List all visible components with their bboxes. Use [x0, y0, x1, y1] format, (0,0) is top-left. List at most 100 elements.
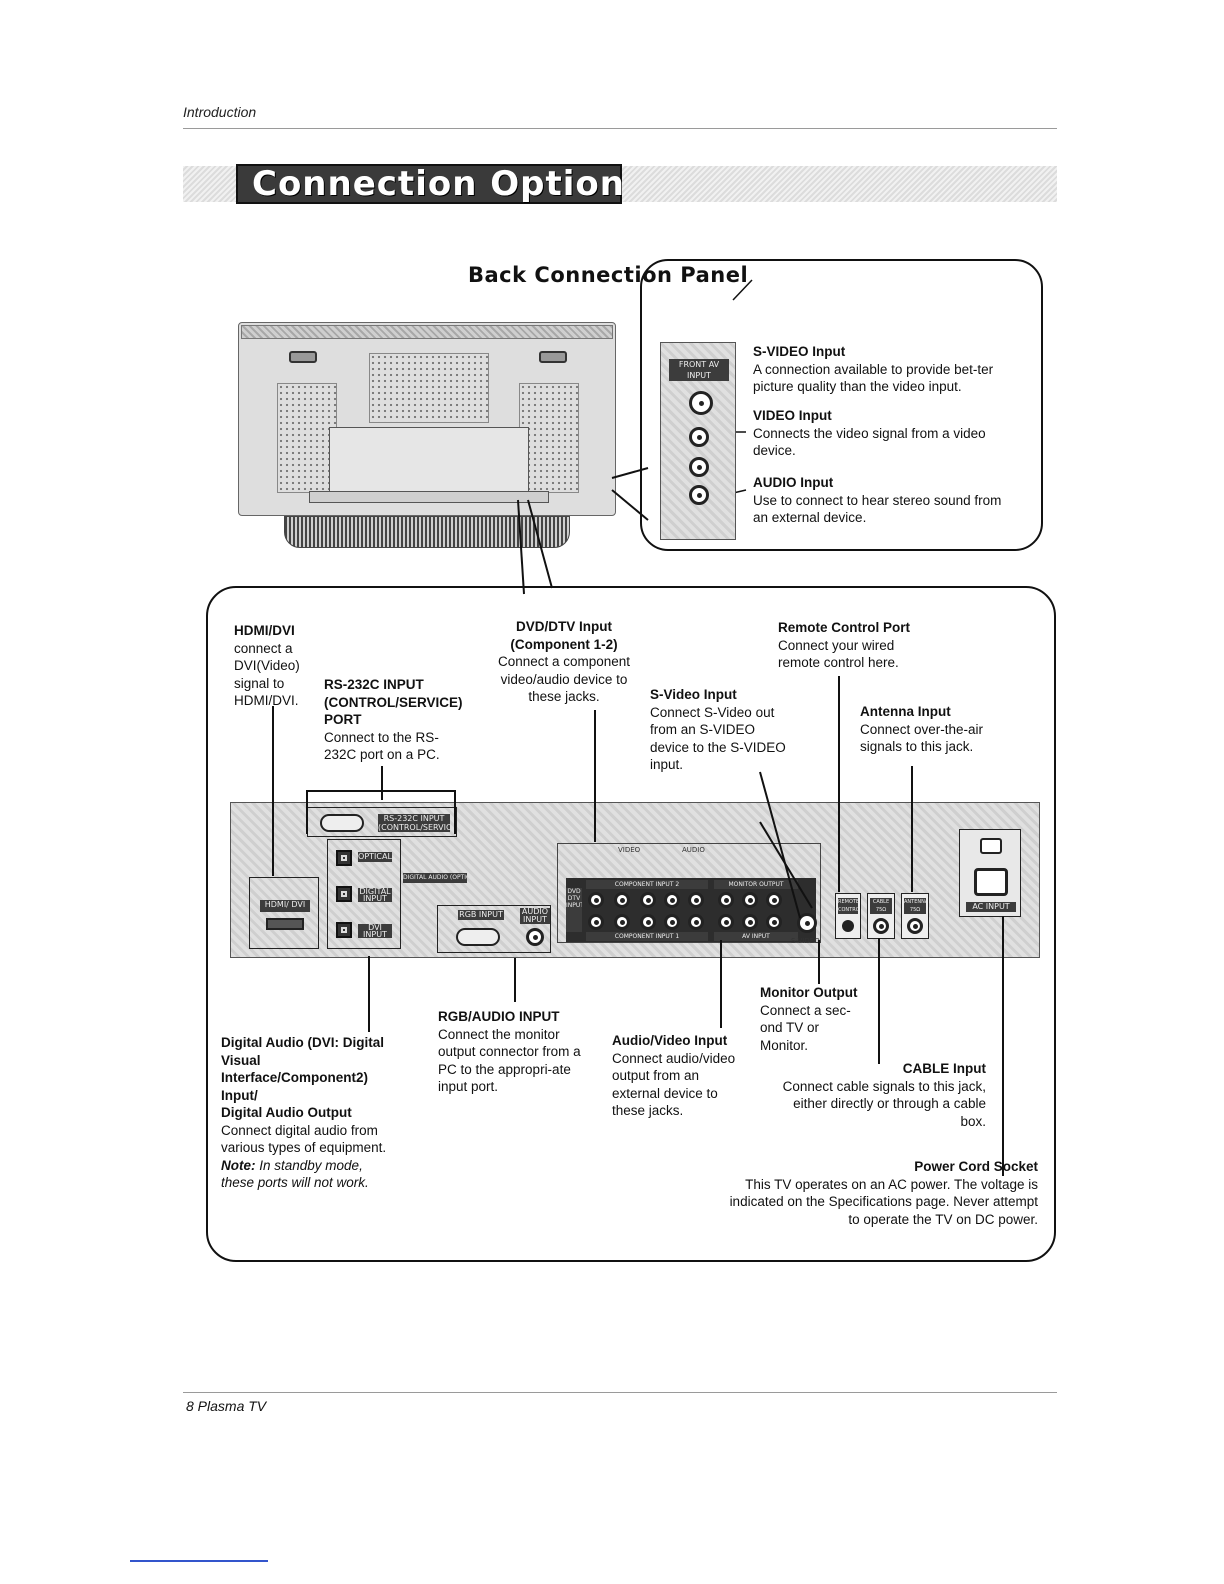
audio-left-jack-icon [689, 457, 709, 477]
connection-bay [329, 427, 529, 501]
audio-front-caption: AUDIO Input Use to connect to hear stere… [753, 474, 1015, 527]
rs232-caption: RS-232C INPUT (CONTROL/SERVICE) PORT Con… [324, 676, 484, 764]
rs232-title: RS-232C INPUT (CONTROL/SERVICE) PORT [324, 677, 463, 727]
banner-strip-left [183, 166, 239, 202]
component2-audio-l-jack [664, 892, 680, 908]
digital-input-tag: DIGITAL INPUT [358, 888, 392, 902]
monitor-audio-r-jack [766, 892, 782, 908]
component2-pb-jack [614, 892, 630, 908]
front-av-panel: FRONT AV INPUT [660, 342, 736, 540]
av-audio-l-jack [742, 914, 758, 930]
digital-audio-title: Digital Audio (DVI: Digital Visual Inter… [221, 1035, 384, 1103]
hdmi-tag: HDMI/ DVI [260, 900, 310, 912]
cable-body: Connect cable signals to this jack, eith… [782, 1078, 986, 1129]
component1-audio-l-jack [664, 914, 680, 930]
rgb-title: RGB/AUDIO INPUT [438, 1009, 560, 1024]
antenna-tag: ANTENNA 75Ω [904, 898, 926, 914]
digital-audio-optical-tag: DIGITAL AUDIO (OPTICAL) [403, 873, 467, 883]
power-body: This TV operates on an AC power. The vol… [729, 1176, 1038, 1227]
rs232-body: Connect to the RS-232C port on a PC. [324, 729, 440, 763]
av-body: Connect audio/video output from an exter… [612, 1050, 736, 1119]
remote-title: Remote Control Port [778, 620, 911, 635]
rgb-caption: RGB/AUDIO INPUT Connect the monitor outp… [438, 1008, 598, 1096]
rgb-port-icon [456, 928, 500, 946]
monitor-audio-l-jack [742, 892, 758, 908]
cable-port-group: CABLE 75Ω [867, 893, 895, 939]
hdmi-port-icon [266, 918, 304, 930]
front-av-callout [640, 259, 1043, 551]
page-title: Connection Options [236, 164, 645, 204]
ac-plug-icon [980, 838, 1002, 854]
svideo-jack-icon [689, 391, 713, 415]
hdmi-title: HDMI/DVI [234, 623, 295, 638]
digital-in-port [336, 886, 352, 902]
antenna-body: Connect over-the-air signals to this jac… [860, 721, 984, 755]
hdmi-body: connect a DVI(Video) signal to HDMI/DVI. [234, 640, 300, 709]
svideo-rear-jack-icon [797, 913, 817, 933]
dvd-body: Connect a component video/audio device t… [497, 654, 631, 704]
video-front-body: Connects the video signal from a video d… [753, 425, 986, 459]
audio-front-title: AUDIO Input [753, 475, 834, 490]
optical-out-port [336, 850, 352, 866]
cable-title: CABLE Input [902, 1061, 986, 1076]
digital-audio-title2: Digital Audio Output [221, 1105, 352, 1120]
digital-audio-caption: Digital Audio (DVI: Digital Visual Inter… [221, 1034, 411, 1192]
antenna-jack-icon [907, 918, 923, 934]
bottom-link-rule [130, 1560, 268, 1562]
av-caption: Audio/Video Input Connect audio/video ou… [612, 1032, 758, 1120]
monitor-title: Monitor Output [760, 985, 858, 1000]
remote-control-tag: REMOTE CONTROL [838, 898, 858, 914]
vent-left [277, 383, 337, 493]
rear-connection-panel: RS-232C INPUT (CONTROL/SERVICE) HDMI/ DV… [230, 802, 1040, 958]
svideo-input-title: S-Video Input [650, 687, 737, 702]
antenna-port-group: ANTENNA 75Ω [901, 893, 929, 939]
footer-rule [183, 1392, 1057, 1393]
note-text: In standby mode, these ports will not wo… [221, 1157, 369, 1191]
power-caption: Power Cord Socket This TV operates on an… [720, 1158, 1038, 1228]
svideo-input-body: Connect S-Video out from an S-VIDEO devi… [650, 704, 786, 773]
cable-caption: CABLE Input Connect cable signals to thi… [770, 1060, 986, 1130]
component2-pr-jack [640, 892, 656, 908]
cable-tag: CABLE 75Ω [870, 898, 892, 914]
video-front-title: VIDEO Input [753, 408, 832, 423]
component1-audio-r-jack [688, 914, 704, 930]
tv-back-illustration [238, 322, 616, 516]
svideo-front-title: S-VIDEO Input [753, 344, 846, 359]
remote-body: Connect your wired remote control here. [778, 637, 899, 671]
remote-port-icon [842, 920, 854, 932]
dvd-caption: DVD/DTV Input (Component 1-2) Connect a … [486, 618, 642, 706]
rgb-body: Connect the monitor output connector fro… [438, 1026, 581, 1095]
ac-input-tag: AC INPUT [966, 902, 1016, 912]
remote-caption: Remote Control Port Connect your wired r… [778, 619, 938, 672]
page-footer: 8 Plasma TV [186, 1398, 267, 1414]
front-av-tag: FRONT AV INPUT [669, 359, 729, 381]
banner-strip-right [622, 166, 1057, 202]
av-title: Audio/Video Input [612, 1033, 728, 1048]
component-1-tag: COMPONENT INPUT 1 [586, 932, 708, 941]
audio-input-tag: AUDIO INPUT [520, 908, 550, 924]
note-label: Note: [221, 1157, 256, 1173]
monitor-output-tag: MONITOR OUTPUT [714, 880, 798, 889]
audio-group-label: AUDIO [682, 846, 705, 854]
hdmi-caption: HDMI/DVI connect a DVI(Video) signal to … [234, 622, 324, 710]
section-label: Introduction [183, 104, 257, 120]
antenna-title: Antenna Input [860, 704, 951, 719]
svideo-front-body: A connection available to provide bet-te… [753, 361, 994, 395]
component-2-tag: COMPONENT INPUT 2 [586, 880, 708, 889]
vent-center [369, 353, 489, 423]
optical-tag: OPTICAL [358, 852, 392, 862]
video-group-label: VIDEO [618, 846, 641, 854]
component2-audio-r-jack [688, 892, 704, 908]
video-jack-icon [689, 427, 709, 447]
cable-jack-icon [873, 918, 889, 934]
component2-y-jack [588, 892, 604, 908]
tv-stand [284, 516, 570, 548]
component-block: VIDEO AUDIO DVD DTV INPUT COMPONENT INPU… [557, 843, 821, 943]
monitor-video-jack [718, 892, 734, 908]
vent-right [519, 383, 579, 493]
rs232-port-group: RS-232C INPUT (CONTROL/SERVICE) [307, 807, 457, 837]
dvd-dtv-tag: DVD DTV INPUT [566, 888, 582, 932]
component1-y-jack [588, 914, 604, 930]
monitor-body: Connect a sec-ond TV or Monitor. [760, 1002, 851, 1053]
power-title: Power Cord Socket [914, 1159, 1038, 1174]
